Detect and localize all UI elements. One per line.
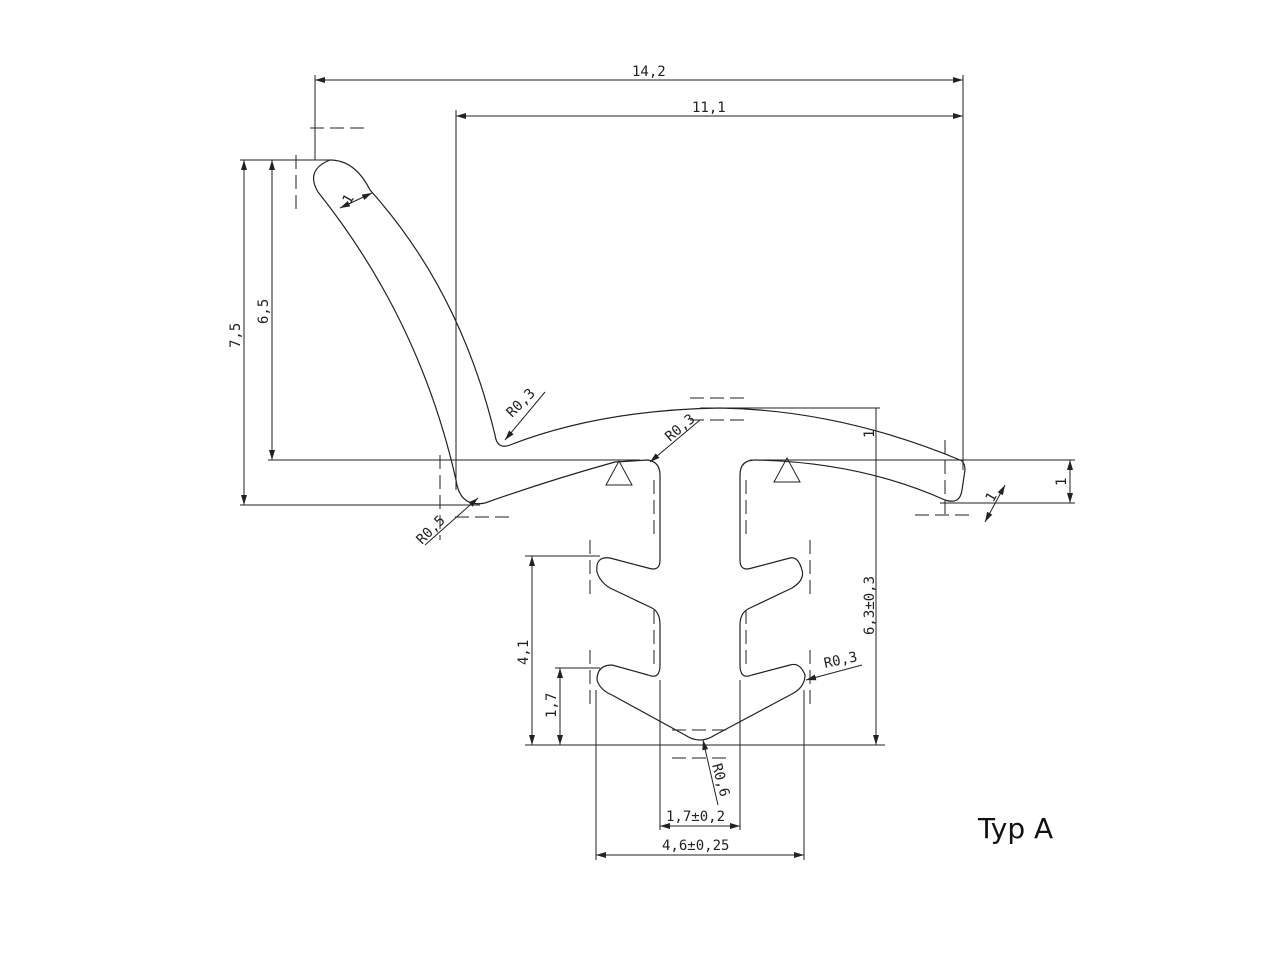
type-label: Typ A <box>978 812 1054 845</box>
dim-wing-thickness: 1 <box>862 430 878 438</box>
dim-total-height: 7,5 <box>228 323 244 348</box>
datum-triangle-left <box>605 459 633 486</box>
dim-barb-width: 4,6±0,25 <box>662 838 729 854</box>
dim-radius-bottom: R0,6 <box>708 762 732 799</box>
dim-radius-stem-top: R0,3 <box>662 411 698 445</box>
dim-radius-lip-root: R0,3 <box>504 386 539 421</box>
dim-lip-height: 6,5 <box>256 299 272 324</box>
dim-inner-width: 11,1 <box>692 100 726 116</box>
dim-radius-foot: R0,5 <box>414 513 449 548</box>
dim-barb-span: 4,1 <box>516 640 532 665</box>
seal-profile-outline <box>312 159 966 741</box>
dim-radius-barb: R0,3 <box>823 649 859 672</box>
dim-stem-width: 1,7±0,2 <box>666 809 725 825</box>
datum-triangle-right <box>773 456 801 483</box>
dim-overall-width: 14,2 <box>632 64 666 80</box>
dim-right-offset: 1 <box>1054 478 1070 486</box>
dim-stem-height: 6,3±0,3 <box>862 576 878 635</box>
dim-lower-barb-height: 1,7 <box>544 693 560 718</box>
dim-lip-thickness: 1 <box>340 192 358 207</box>
